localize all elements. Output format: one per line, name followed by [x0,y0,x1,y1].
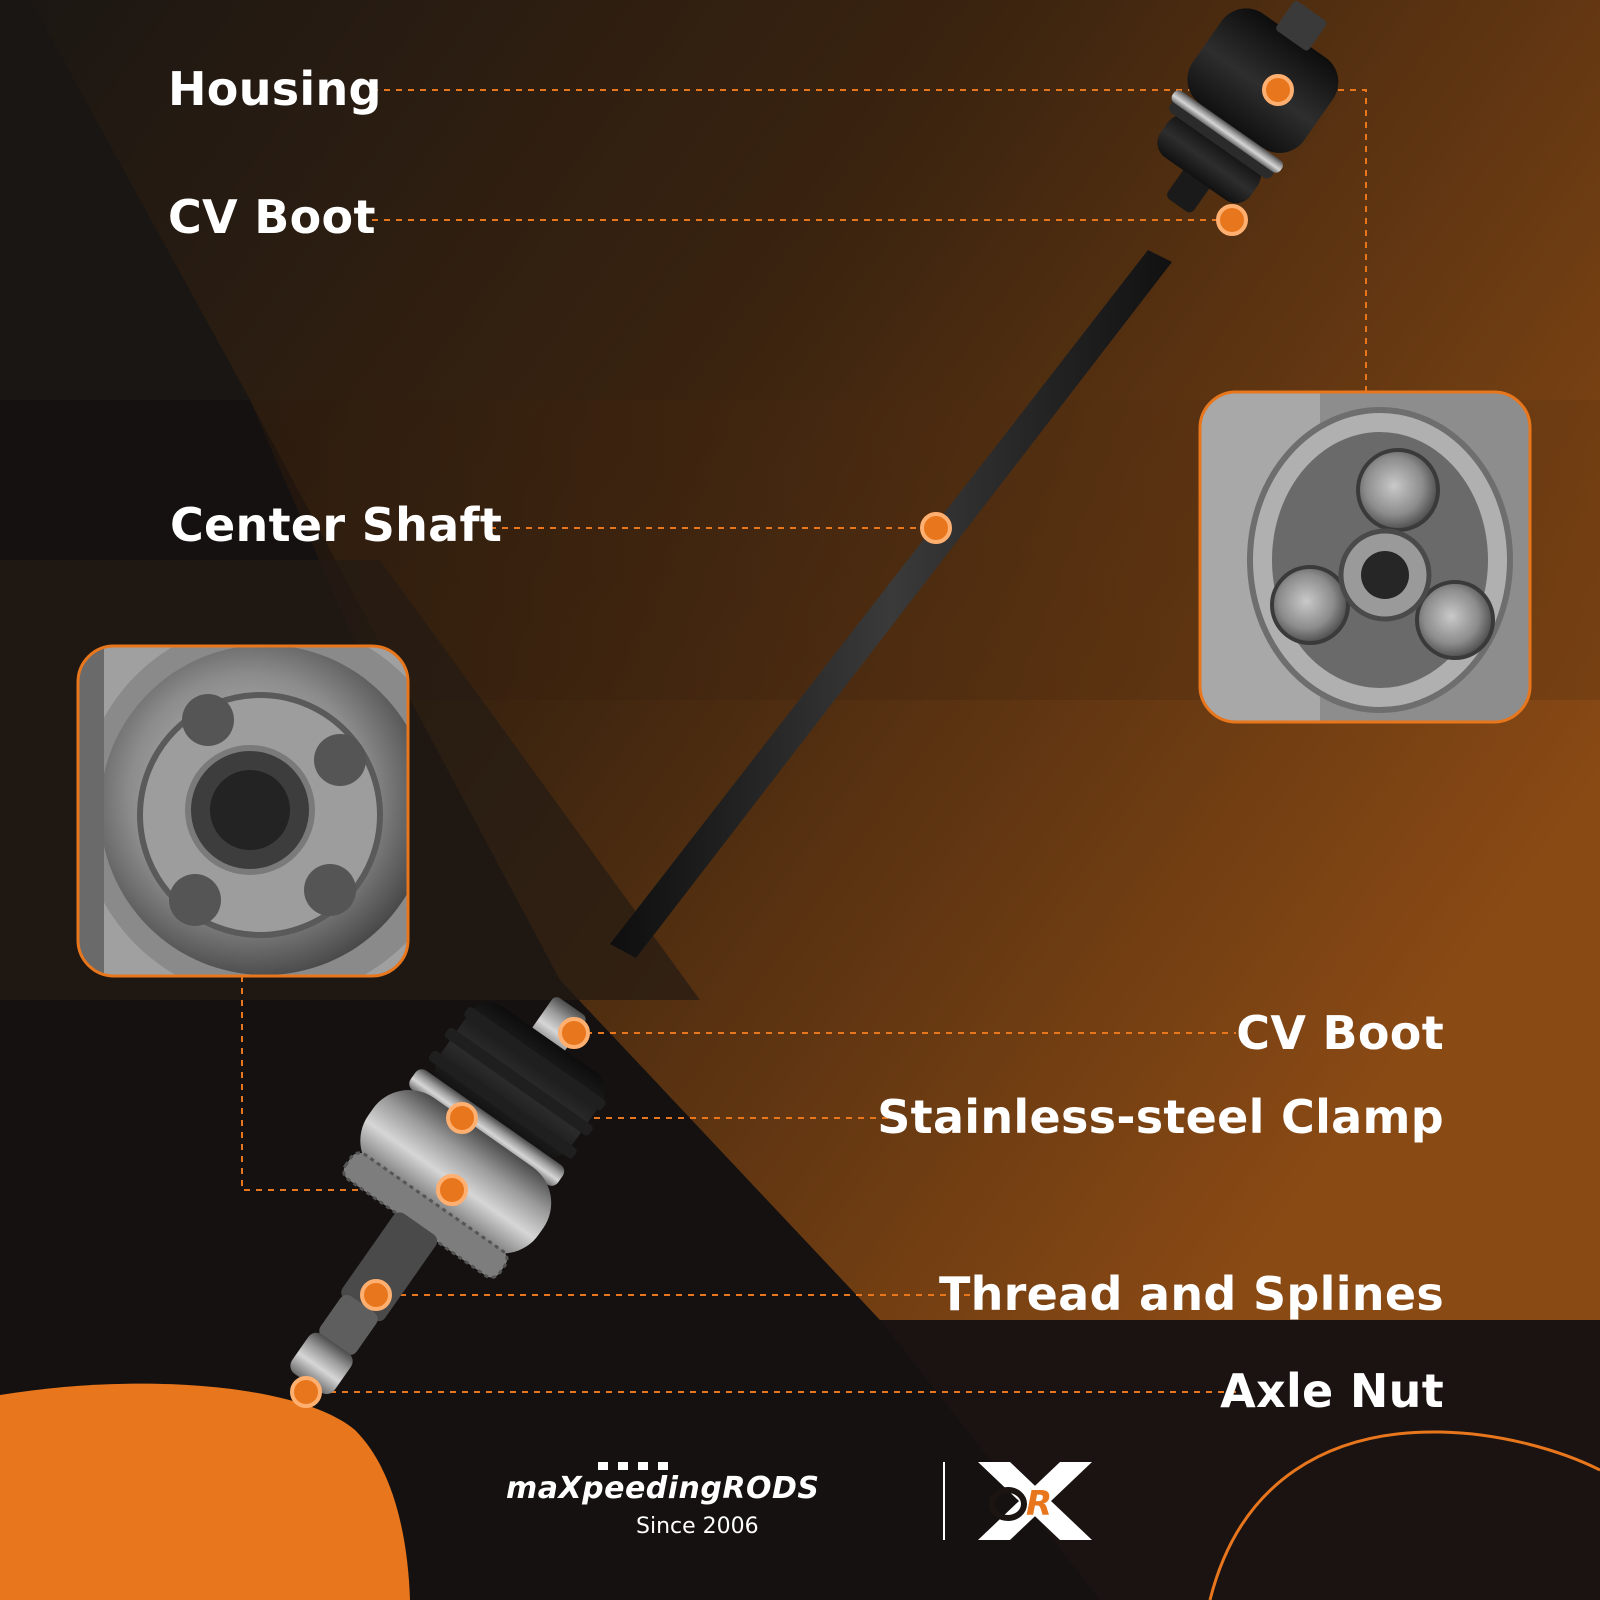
label-clamp: Stainless-steel Clamp [877,1090,1444,1144]
label-cv-boot-bottom: CV Boot [1236,1006,1444,1060]
brand-since: Since 2006 [636,1514,759,1539]
callout-dot-center-shaft [920,512,952,544]
label-splines: Thread and Splines [938,1267,1444,1321]
orange-corner-arc-right [1208,1430,1600,1600]
center-shaft [610,250,1172,958]
label-center-shaft: Center Shaft [170,498,503,552]
callout-dot-splines [360,1279,392,1311]
callout-dot-housing [1262,74,1294,106]
inset-outer-joint [76,644,410,978]
brand-checker-flag [598,1462,668,1470]
cv-axle [290,1,1339,1395]
brand-x-logo-letter: R [1026,1484,1053,1524]
label-cv-boot-top: CV Boot [168,190,376,244]
callout-dots [290,74,1294,1408]
callout-dot-clamp [446,1102,478,1134]
orange-corner-shape-left [0,1383,410,1600]
label-axle-nut: Axle Nut [1220,1364,1444,1418]
callout-dot-abs-ring [436,1174,468,1206]
callout-dot-cv-boot-bottom [558,1017,590,1049]
inner-joint [1157,1,1339,213]
callout-dot-cv-boot-top [1216,204,1248,236]
brand-x-logo [978,1462,1092,1540]
brand-logo-text: maXpeedingRODS [506,1471,820,1506]
inset-tripod-joint [1198,390,1532,724]
callout-dot-axle-nut [290,1376,322,1408]
outer-joint [290,997,606,1395]
label-housing: Housing [168,62,382,116]
